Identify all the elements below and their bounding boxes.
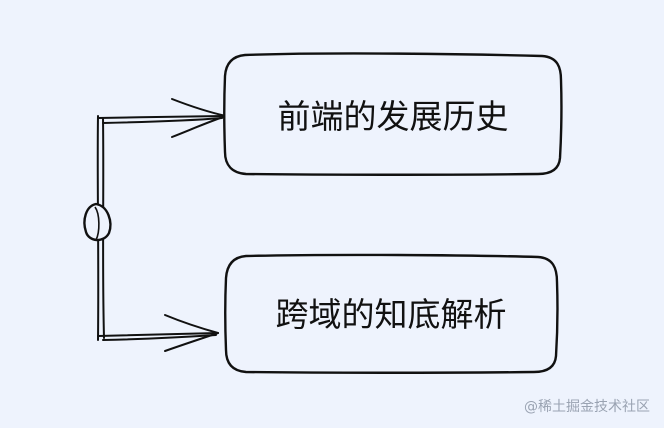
edge-to-cors-analysis xyxy=(97,314,219,352)
watermark: @稀土掘金技术社区 xyxy=(524,399,650,415)
node-frontend-history[interactable]: 前端的发展历史 xyxy=(223,52,563,176)
node-label-cors-analysis: 跨域的知底解析 xyxy=(276,295,507,334)
node-label-frontend-history: 前端的发展历史 xyxy=(278,97,509,136)
edge-to-frontend-history xyxy=(97,98,227,138)
node-cors-analysis[interactable]: 跨域的知底解析 xyxy=(224,253,559,374)
collapse-knob-icon[interactable] xyxy=(83,202,112,242)
arrowhead-top xyxy=(171,98,227,117)
arrowhead-bottom xyxy=(164,314,219,334)
